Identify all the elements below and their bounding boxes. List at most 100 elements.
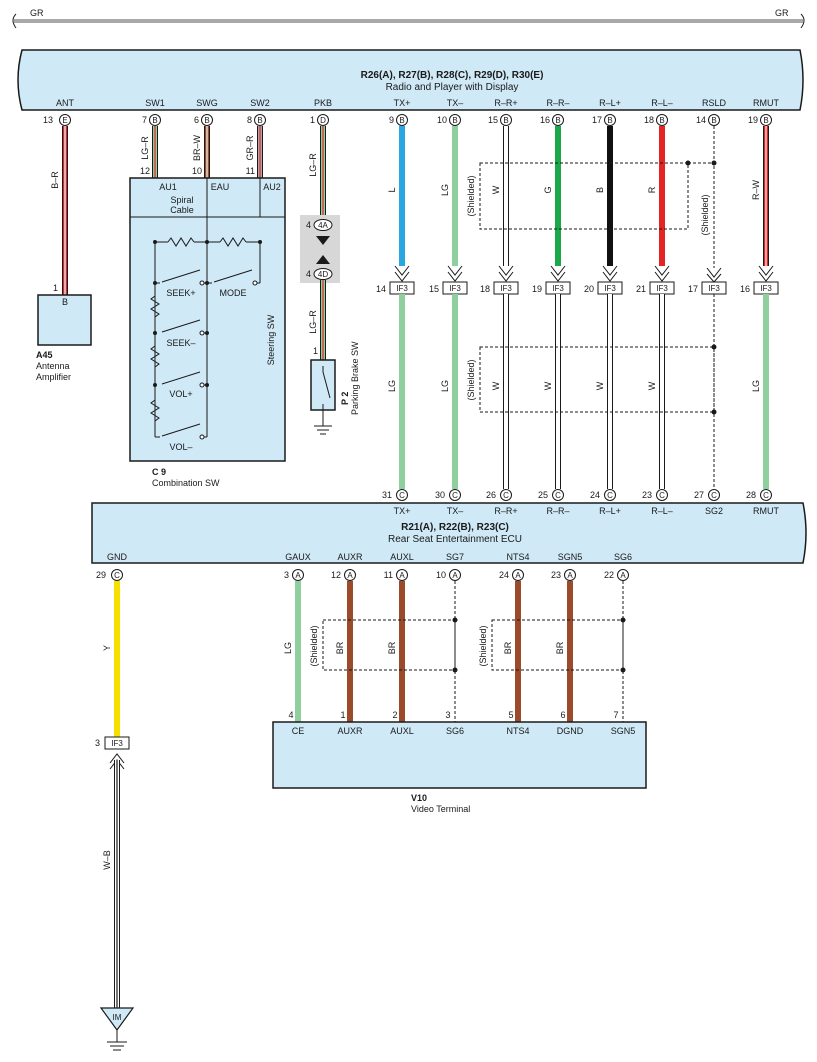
- radio-name: Radio and Player with Display: [386, 82, 519, 93]
- pin-connector: C: [607, 491, 613, 500]
- pin-label: SW2: [250, 98, 270, 108]
- pin-label: SG7: [446, 552, 464, 562]
- radio-pin-sw2: SW2 8 B: [247, 98, 270, 126]
- pin-number: 11: [384, 570, 393, 580]
- wire-sgn5: BR: [555, 581, 573, 722]
- wire-label: LG: [440, 184, 450, 196]
- shield-label: (Shielded): [466, 359, 476, 400]
- wire-label: LG: [440, 380, 450, 392]
- component-code: C 9: [152, 467, 166, 477]
- pin-label: R–L+: [599, 506, 621, 516]
- wire-label: R: [647, 186, 657, 193]
- radio-code: R26(A), R27(B), R28(C), R29(D), R30(E): [361, 70, 544, 81]
- component-name-line2: Amplifier: [36, 372, 71, 382]
- shield-label: (Shielded): [478, 625, 488, 666]
- pin-connector: A: [452, 571, 458, 580]
- pin-connector: E: [62, 116, 67, 125]
- pin-number: 13: [43, 115, 53, 125]
- gr-bus: GR GR: [12, 8, 805, 29]
- pin-label: SG6: [614, 552, 632, 562]
- pin-connector: B: [607, 116, 612, 125]
- pin-connector: C: [711, 491, 717, 500]
- wire-auxr: BR: [335, 581, 353, 722]
- wire-label: LG–R: [308, 153, 318, 177]
- component-name: Video Terminal: [411, 804, 470, 814]
- wire-label: L: [387, 187, 397, 192]
- pin-connector: C: [114, 571, 120, 580]
- wire-label: W–B: [102, 850, 112, 870]
- wire-gnd: Y: [102, 581, 120, 737]
- component-code: V10: [411, 793, 427, 803]
- if3-rl-plus: 20 IF3: [584, 265, 623, 295]
- radio-pin-rsld: RSLD 14 B: [696, 98, 727, 126]
- pin-number: 30: [435, 490, 445, 500]
- pin-label: R–R+: [494, 98, 517, 108]
- shield-box-lower: (Shielded): [466, 344, 717, 415]
- pin-connector: B: [659, 116, 664, 125]
- wire-sw1: LG–R: [140, 126, 158, 178]
- pin-connector: B: [257, 116, 262, 125]
- pin-label: AU2: [263, 182, 281, 192]
- pin-number: 1: [340, 710, 345, 720]
- shield-label: (Shielded): [700, 194, 710, 235]
- pin-connector: A: [620, 571, 626, 580]
- pin-label: B: [62, 297, 68, 307]
- if3-tag: IF3: [552, 284, 564, 293]
- wire-label: BR: [503, 641, 513, 654]
- pin-label: R–R–: [546, 506, 569, 516]
- ecu-name: Rear Seat Entertainment ECU: [388, 534, 522, 545]
- pin-number: 23: [642, 490, 652, 500]
- gr-left-label: GR: [30, 8, 44, 18]
- pin-label: AU1: [159, 182, 177, 192]
- wire-label: BR–W: [192, 135, 202, 162]
- switch-label: VOL+: [169, 389, 192, 399]
- pin-connector: A: [347, 571, 353, 580]
- if3-tag: IF3: [500, 284, 512, 293]
- radio-pin-pkb: PKB 1 D: [310, 98, 332, 126]
- pin-connector: B: [399, 116, 404, 125]
- if3-tag: IF3: [396, 284, 408, 293]
- pin-connector: C: [503, 491, 509, 500]
- pin-number: 23: [551, 570, 561, 580]
- if3-tag: IF3: [656, 284, 668, 293]
- pin-label: AUXR: [337, 726, 363, 736]
- radio-pin-rr-plus: R–R+ 15 B: [488, 98, 518, 126]
- combination-switch: 12 10 11 AU1 EAU AU2 Spiral Cable Steeri…: [129, 166, 286, 488]
- pin-label: R–R–: [546, 98, 569, 108]
- if3-tx-plus: 14 IF3: [376, 265, 415, 295]
- pin-label: DGND: [557, 726, 584, 736]
- pin-number: 3: [445, 710, 450, 720]
- wire-label: B–R: [50, 171, 60, 189]
- shield-box-upper: (Shielded): [466, 160, 717, 230]
- wire-rl-minus: R: [647, 126, 665, 266]
- gr-right-label: GR: [775, 8, 789, 18]
- pin-number: 10: [436, 570, 446, 580]
- lower-wire-group: LG LG W W W W LG: [387, 294, 769, 489]
- pin-label: NTS4: [506, 726, 529, 736]
- pin-label: GAUX: [285, 552, 311, 562]
- radio-pin-rl-plus: R–L+ 17 B: [592, 98, 621, 126]
- pin-number: 15: [429, 284, 439, 294]
- pin-number: 9: [389, 115, 394, 125]
- shield-label: (Shielded): [309, 625, 319, 666]
- pin-connector: B: [152, 116, 157, 125]
- pkb-connector-pair: 4 4A 4 4D: [300, 215, 340, 283]
- pin-connector: B: [555, 116, 560, 125]
- if3-rr-plus: 18 IF3: [480, 265, 519, 295]
- wire-label: BR: [387, 641, 397, 654]
- wire-label: W: [543, 381, 553, 390]
- if3-tag: IF3: [760, 284, 772, 293]
- pin-number: 15: [488, 115, 498, 125]
- pin-label: NTS4: [506, 552, 529, 562]
- pin-label: RMUT: [753, 506, 779, 516]
- pin-connector: A: [567, 571, 573, 580]
- if3-junction-row: 14 IF3 15 IF3 18 IF3 19 IF3 20 IF3: [376, 265, 779, 295]
- shield-box-left: (Shielded): [309, 617, 458, 673]
- wire-label: G: [543, 186, 553, 193]
- pin-number: 1: [310, 115, 315, 125]
- pin-connector: A: [399, 571, 405, 580]
- pin-number: 5: [508, 710, 513, 720]
- pin-number: 4: [306, 220, 311, 230]
- pin-number: 3: [95, 738, 100, 748]
- pin-connector: B: [763, 116, 768, 125]
